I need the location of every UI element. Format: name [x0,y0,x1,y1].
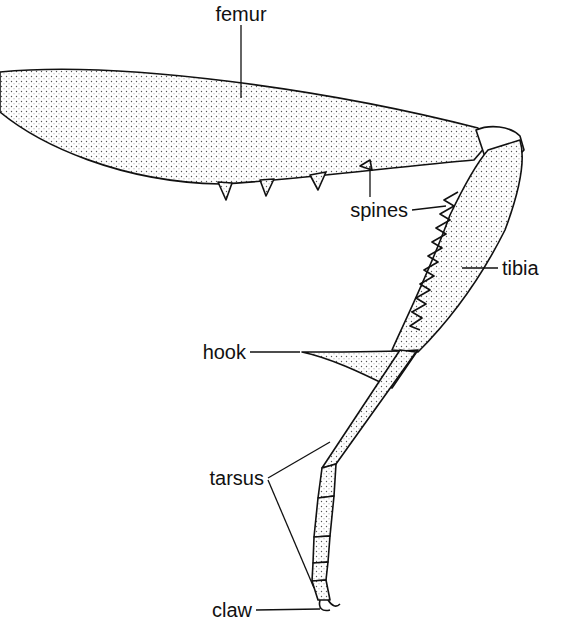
leader-line [240,25,241,98]
label-holder: spines [348,199,410,221]
leader-line [369,166,370,197]
label-holder: tarsus [208,467,266,489]
tarsus-segment [318,464,336,498]
label-holder: tibia [500,257,541,279]
part-label: spines [348,199,410,221]
part-label: tibia [500,257,541,279]
leader-line [412,206,446,210]
part-label: tarsus [208,467,266,489]
tarsus-segment [312,562,328,581]
label-holder: hook [201,341,248,363]
leader-line [256,609,320,610]
tarsus-segment [313,536,330,563]
leader-line [268,442,330,478]
tibia-spines [410,192,458,330]
leader-line [268,480,314,588]
tibia-shape [392,140,522,352]
label-holder: femur [213,3,268,25]
tarsus-segment [314,496,334,537]
tarsus-segment [322,350,416,468]
leader-line [462,267,498,268]
part-label: femur [213,3,268,25]
part-label: hook [201,341,248,363]
femur-spine [310,172,326,190]
label-holder: claw [210,599,254,621]
part-label: claw [210,599,254,621]
tarsus-segment [312,580,330,600]
femur-shape [0,69,486,184]
femur-spine [218,182,232,200]
femur-spine [260,179,274,196]
claw-shape [319,600,340,611]
leader-line [250,351,300,352]
